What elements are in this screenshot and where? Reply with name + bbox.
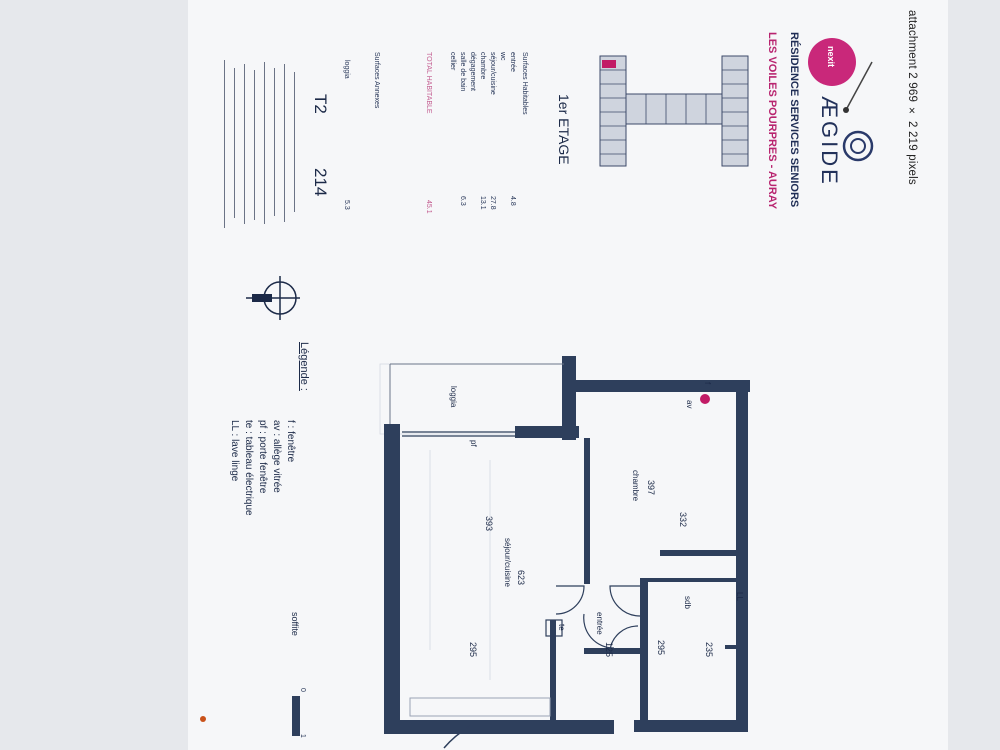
- dimension-label: 397: [646, 480, 656, 496]
- pink-marker: [700, 394, 710, 404]
- surface-row-value: 6.3: [459, 196, 466, 206]
- brand-logo-badge: [808, 38, 856, 86]
- dimension-label: 295: [656, 640, 666, 656]
- legend-item: te : tableau électrique: [243, 420, 254, 516]
- surfaces-title: Surfaces Habitables: [521, 52, 528, 115]
- dimension-label: 332: [678, 512, 688, 528]
- annex-value: 5.3: [343, 200, 350, 210]
- annex-title: Surfaces Annexes: [373, 52, 380, 109]
- legend-title: Légende :: [298, 342, 310, 391]
- opening-label-av: av: [685, 400, 694, 409]
- orange-dot: [200, 716, 206, 722]
- surface-row-value: 4.8: [509, 196, 516, 206]
- annex-label: loggia: [343, 60, 350, 79]
- north-arrow-icon: [246, 276, 300, 320]
- surface-row-value: 13.1: [479, 196, 486, 210]
- room-label-entree: entrée: [595, 612, 604, 635]
- dimension-label: 623: [516, 570, 526, 586]
- fine-print-block: [222, 60, 302, 230]
- room-label-loggia: loggia: [449, 386, 458, 408]
- scale-bar: [292, 696, 300, 736]
- legend-item: av : allège vitrée: [271, 420, 282, 493]
- building-key-plan: [599, 55, 749, 167]
- aegide-emblem-icon: [842, 130, 874, 162]
- floor-plan: [379, 356, 750, 734]
- pen-stroke: [443, 725, 471, 749]
- surface-row-label: séjour/cuisine: [489, 52, 496, 95]
- surface-row-label: cellier: [449, 52, 456, 71]
- room-label-sejour: séjour/cuisine: [503, 538, 512, 587]
- unit-type: T2: [311, 94, 330, 114]
- dimension-label: 393: [484, 516, 494, 532]
- residence-subtitle: LES VOILES POURPRES - AURAY: [766, 32, 778, 210]
- legend-item: pf : porte fenêtre: [257, 420, 268, 494]
- opening-label-f: f: [703, 382, 712, 385]
- legend-item: LL : lave linge: [229, 420, 240, 482]
- equipment-label-te: te: [557, 624, 566, 631]
- room-label-chambre: chambre: [631, 470, 640, 502]
- scale-one: 1: [299, 734, 306, 738]
- surface-row-label: wc: [499, 52, 506, 61]
- logo-badge-text: nexit: [826, 46, 836, 68]
- floor-label: 1er ETAGE: [556, 94, 572, 165]
- dimension-label: 235: [704, 642, 714, 658]
- unit-number: 214: [311, 168, 330, 197]
- room-label-sdb: sdb: [683, 596, 692, 609]
- opening-label-pf: pf: [469, 440, 478, 447]
- legend-item: f : fenêtre: [285, 420, 296, 463]
- brand-name: ÆGIDE: [817, 96, 842, 187]
- pen-icon: [843, 61, 873, 113]
- total-label: TOTAL HABITABLE: [425, 52, 432, 114]
- surface-row-label: entrée: [509, 52, 516, 72]
- surface-row-label: chambre: [479, 52, 486, 80]
- surface-row-label: dégagement: [469, 52, 476, 91]
- dimension-label: 295: [468, 642, 478, 658]
- residence-title: RÉSIDENCE SERVICES SENIORS: [788, 32, 800, 208]
- soffite-label: soffite: [290, 612, 300, 636]
- scale-zero: 0: [299, 688, 306, 692]
- image-caption: attachment 2 969 × 2 219 pixels: [906, 10, 918, 185]
- equipment-label-ll: LL: [735, 592, 744, 601]
- surface-row-value: 27.8: [489, 196, 496, 210]
- dimension-label: 125: [604, 642, 614, 658]
- surface-row-label: salle de bain: [459, 52, 466, 92]
- total-value: 45.1: [425, 200, 432, 214]
